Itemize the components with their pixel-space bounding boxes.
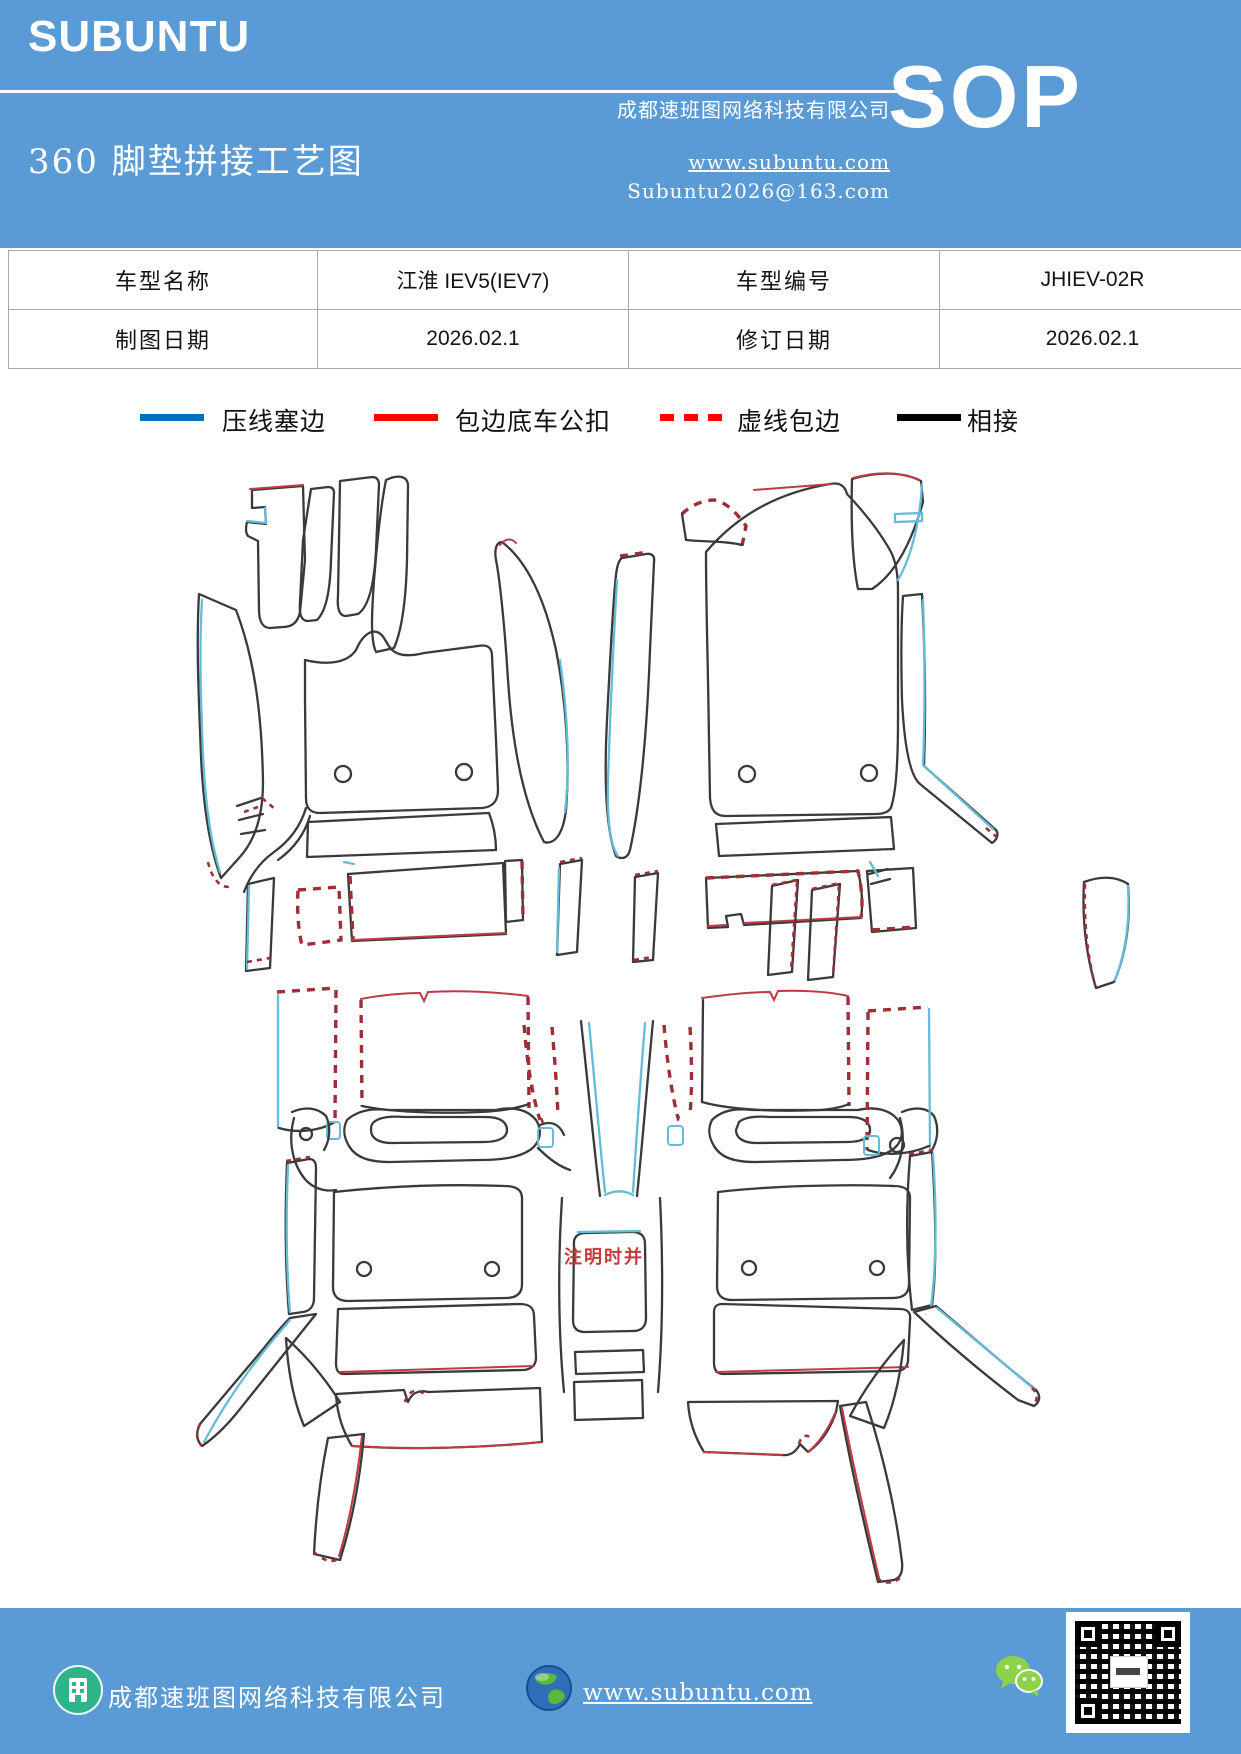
eyelet-hole xyxy=(859,763,879,783)
vehicle-info-table: 车型名称 江淮 IEV5(IEV7) 车型编号 JHIEV-02R 制图日期 2… xyxy=(8,250,1241,369)
buckle-slot xyxy=(326,1121,341,1140)
eyelet-hole xyxy=(737,764,757,784)
buckle-slot xyxy=(863,1135,880,1156)
header-bar: SUBUNTU 360 脚垫拼接工艺图 成都速班图网络科技有限公司 SOP ww… xyxy=(0,0,1241,248)
legend-label: 相接 xyxy=(967,407,1020,436)
eyelet-hole xyxy=(355,1260,373,1278)
page-title: 360 脚垫拼接工艺图 xyxy=(28,142,364,182)
header-website-link[interactable]: www.subuntu.com xyxy=(688,150,890,174)
eyelet-hole xyxy=(483,1260,501,1278)
legend-swatch-blue-line xyxy=(140,414,204,421)
diagram-annotation: 注明时并 xyxy=(564,1246,644,1267)
mat-pattern-diagram: 注明时并 xyxy=(195,472,1130,1584)
table-row: 制图日期 2026.02.1 修订日期 2026.02.1 xyxy=(8,309,1241,369)
sop-label: SOP xyxy=(888,47,1083,146)
legend-label: 包边底车公扣 xyxy=(455,407,612,436)
cell-model-code-value: JHIEV-02R xyxy=(939,250,1241,310)
eyelet-hole xyxy=(740,1259,758,1277)
front-middle-strips-drawing xyxy=(494,538,660,964)
cell-draw-date-label: 制图日期 xyxy=(8,309,318,369)
front-right-mat-drawing xyxy=(680,472,999,934)
rear-left-mat-drawing xyxy=(195,876,572,1563)
footer-company-name: 成都速班图网络科技有限公司 xyxy=(108,1684,446,1712)
globe-icon xyxy=(526,1665,572,1711)
cell-revision-date-label: 修订日期 xyxy=(628,309,940,369)
header-email: Subuntu2026@163.com xyxy=(627,179,890,203)
legend-swatch-black-line xyxy=(897,414,961,421)
footer-website-link[interactable]: www.subuntu.com xyxy=(583,1680,813,1706)
wechat-icon xyxy=(996,1656,1043,1697)
cell-revision-date-value: 2026.02.1 xyxy=(939,309,1241,369)
eyelet-hole xyxy=(888,1136,906,1154)
qr-code xyxy=(1066,1612,1190,1733)
header-divider xyxy=(0,90,933,93)
eyelet-hole xyxy=(333,764,353,784)
eyelet-hole xyxy=(298,1126,314,1142)
front-left-mat-drawing xyxy=(196,475,525,947)
cell-model-code-label: 车型编号 xyxy=(628,250,940,310)
cell-model-name-label: 车型名称 xyxy=(8,250,318,310)
header-company-name: 成都速班图网络科技有限公司 xyxy=(617,98,890,122)
legend-swatch-dashed-line xyxy=(660,414,722,421)
rear-center-console-drawing: 注明时并 xyxy=(558,1019,664,1422)
company-building-icon xyxy=(53,1665,103,1715)
eyelet-hole xyxy=(868,1259,886,1277)
buckle-slot xyxy=(537,1127,554,1148)
buckle-slot xyxy=(667,1125,684,1146)
qr-center-logo xyxy=(1110,1656,1148,1688)
legend-label: 压线塞边 xyxy=(222,407,327,436)
eyelet-hole xyxy=(454,762,474,782)
brand-logo: SUBUNTU xyxy=(28,12,251,61)
cell-model-name-value: 江淮 IEV5(IEV7) xyxy=(317,250,629,310)
rear-right-mat-drawing xyxy=(662,876,1130,1584)
table-row: 车型名称 江淮 IEV5(IEV7) 车型编号 JHIEV-02R xyxy=(8,250,1241,310)
cell-draw-date-value: 2026.02.1 xyxy=(317,309,629,369)
legend-swatch-red-line xyxy=(374,414,438,421)
legend-label: 虚线包边 xyxy=(737,407,842,436)
